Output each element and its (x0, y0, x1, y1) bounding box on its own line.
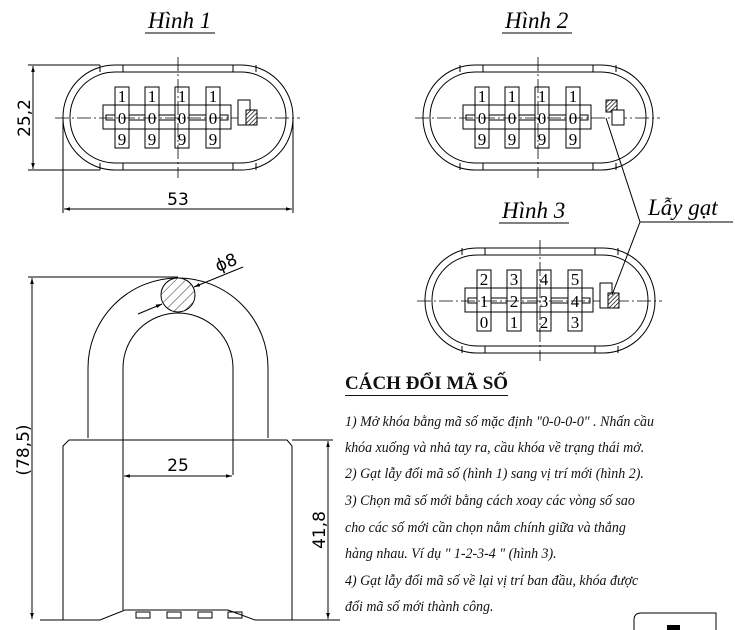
dimension-width-53: 53 (62, 120, 294, 213)
dial-digit-middle: 0 (178, 109, 187, 128)
svg-text:Hình 3: Hình 3 (501, 198, 565, 223)
shackle-inner (122, 312, 234, 610)
instruction-line: 4) Gạt lẫy đổi mã số về lại vị trí ban đ… (345, 573, 639, 589)
dial-wheel-edges (135, 611, 243, 619)
dial-digit-bottom: 9 (178, 130, 187, 149)
dial-digit-middle: 4 (571, 292, 580, 311)
svg-text:Hình 1: Hình 1 (147, 8, 211, 33)
lever-slot (611, 109, 625, 126)
dimension-body-height: 41,8 (292, 439, 333, 619)
lock-body (62, 439, 293, 620)
dial-wheel (174, 86, 190, 149)
instructions-heading: CÁCH ĐỔI MÃ SỐ (345, 373, 509, 396)
dial-digit-middle: 0 (569, 109, 578, 128)
dial-digit-top: 1 (118, 87, 127, 106)
dial-digit-bottom: 9 (148, 130, 157, 149)
dial-digit-top: 1 (178, 87, 187, 106)
dimension-shackle-gap: 25 (124, 456, 232, 478)
instruction-line: đổi mã số mới thành công. (345, 599, 494, 615)
lever-label: Lẫy gạt (605, 117, 733, 296)
dial-digit-top: 1 (148, 87, 157, 106)
dial-digit-top: 2 (480, 270, 489, 289)
dial-wheel (534, 86, 550, 149)
dial-digit-middle: 2 (510, 292, 519, 311)
figure-3-title: Hình 3 (499, 198, 569, 224)
svg-text:ϕ8: ϕ8 (212, 250, 240, 277)
dial-digit-bottom: 9 (118, 130, 127, 149)
svg-text:Lẫy gạt: Lẫy gạt (647, 195, 718, 220)
svg-text:Hình 2: Hình 2 (504, 8, 568, 33)
instruction-line: cho các số mới cần chọn nằm chính giữa v… (345, 520, 626, 536)
lever-icon (607, 292, 620, 309)
dial-digit-bottom: 3 (571, 313, 580, 332)
svg-text:25,2: 25,2 (15, 99, 35, 137)
dial-digit-top: 3 (510, 270, 519, 289)
lever-icon (245, 109, 258, 126)
dial-digit-bottom: 9 (569, 130, 578, 149)
svg-text:25: 25 (167, 456, 189, 476)
dial-digit-middle: 0 (209, 109, 218, 128)
dimension-height-25-2: 25,2 (15, 64, 100, 171)
shackle-cross-section (160, 277, 196, 313)
dial-digit-middle: 0 (538, 109, 547, 128)
dial-digit-bottom: 9 (538, 130, 547, 149)
dimension-total-height: (78,5) (14, 276, 178, 619)
figure-1-title: Hình 1 (145, 8, 215, 34)
dial-wheel (565, 86, 581, 149)
dial-digit-bottom: 9 (209, 130, 218, 149)
dial-digit-middle: 3 (540, 292, 549, 311)
dial-digit-middle: 1 (480, 292, 489, 311)
figure-3-lock-top-view: 2 1 0 3 2 1 4 3 2 5 4 3 (417, 240, 662, 361)
instruction-line: 1) Mở khóa bằng mã số mặc định "0-0-0-0"… (345, 414, 654, 430)
dial-digit-middle: 0 (508, 109, 517, 128)
dial-digit-bottom: 0 (480, 313, 489, 332)
dial-slot (467, 297, 591, 304)
dial-digit-top: 4 (540, 270, 549, 289)
dial-wheel (504, 86, 520, 149)
figure-1-lock-top-view: 1 0 9 1 0 9 1 0 9 1 0 9 (55, 57, 300, 178)
dial-slot (105, 114, 229, 121)
dial-digit-bottom: 1 (510, 313, 519, 332)
dial-wheel (476, 269, 492, 332)
dial-digit-top: 5 (571, 270, 580, 289)
dial-wheel (567, 269, 583, 332)
dial-digit-top: 1 (508, 87, 517, 106)
dial-digit-bottom: 9 (478, 130, 487, 149)
instruction-line: 3) Chọn mã số mới bằng cách xoay các vòn… (345, 493, 635, 509)
dial-digit-middle: 0 (148, 109, 157, 128)
dial-digit-bottom: 2 (540, 313, 549, 332)
lock-body-bottom (40, 609, 340, 621)
svg-text:(78,5): (78,5) (14, 424, 34, 475)
dial-digit-top: 1 (569, 87, 578, 106)
padlock-front-view (40, 277, 340, 621)
svg-text:53: 53 (167, 190, 189, 210)
dial-wheel (536, 269, 552, 332)
dial-wheel (144, 86, 160, 149)
partial-icon-box (633, 612, 717, 630)
dial-digit-middle: 0 (478, 109, 487, 128)
dial-digit-top: 1 (538, 87, 547, 106)
dial-wheel (205, 86, 221, 149)
dial-slot (465, 114, 589, 121)
dial-wheel (114, 86, 130, 149)
dial-digit-top: 1 (478, 87, 487, 106)
figure-2-title: Hình 2 (502, 8, 572, 34)
dial-digit-top: 1 (209, 87, 218, 106)
dial-digit-middle: 0 (118, 109, 127, 128)
figure-2-lock-top-view: 1 0 9 1 0 9 1 0 9 1 0 9 (415, 57, 660, 178)
instruction-line: hàng nhau. Ví dụ " 1-2-3-4 " (hình 3). (345, 546, 557, 562)
dial-digit-bottom: 9 (508, 130, 517, 149)
dial-wheel (474, 86, 490, 149)
svg-text:41,8: 41,8 (310, 511, 330, 549)
instruction-line: 2) Gạt lẫy đổi mã số (hình 1) sang vị tr… (345, 466, 644, 482)
instruction-line: khóa xuống và nhả tay ra, cầu khóa về tr… (345, 440, 645, 456)
dial-wheel (506, 269, 522, 332)
